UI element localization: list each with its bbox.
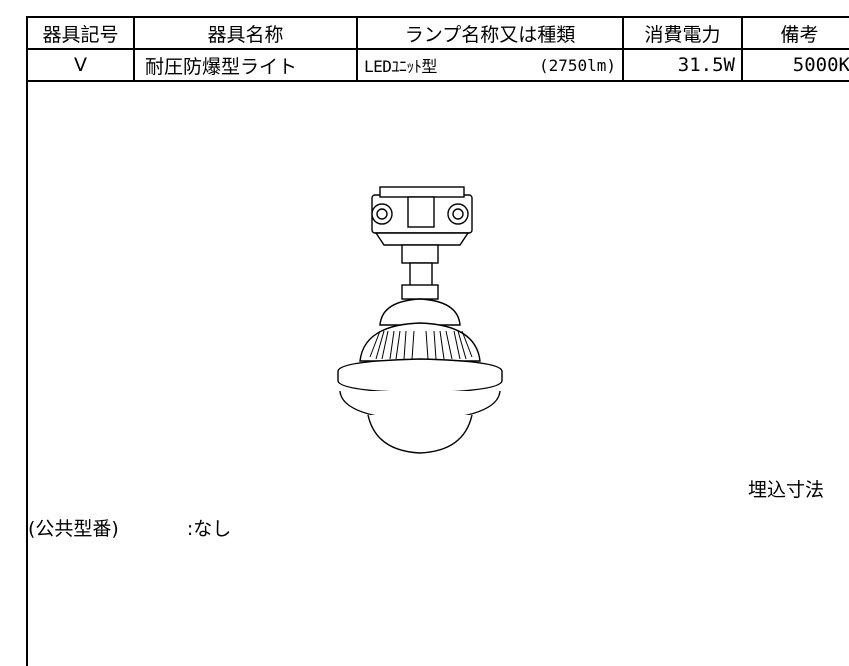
- header-name: 器具名称: [133, 16, 358, 50]
- remarks-value: 5000K: [741, 48, 849, 82]
- header-remarks: 備考: [741, 16, 849, 50]
- fixture-name: 耐圧防爆型ライト: [133, 48, 358, 82]
- fixture-code: V: [26, 48, 135, 82]
- spec-table: 器具記号 器具名称 ランプ名称又は種類 消費電力 備考 V 耐圧防爆型ライト L…: [26, 16, 849, 82]
- public-number-value: :なし: [186, 518, 232, 540]
- lamp-type: LEDﾕﾆｯﾄ型: [364, 57, 437, 76]
- power-value: 31.5W: [622, 48, 743, 82]
- lamp-cell: LEDﾕﾆｯﾄ型 (2750lm): [356, 48, 624, 82]
- header-power: 消費電力: [622, 16, 743, 50]
- header-code: 器具記号: [26, 16, 135, 50]
- embed-dimension-label: 埋込寸法: [748, 479, 825, 501]
- lamp-lumen: (2750lm): [538, 55, 616, 75]
- explosion-proof-light-illustration: [337, 186, 503, 454]
- table-row: V 耐圧防爆型ライト LEDﾕﾆｯﾄ型 (2750lm) 31.5W 5000K: [26, 48, 849, 82]
- header-lamp: ランプ名称又は種類: [356, 16, 624, 50]
- public-model-number: (公共型番) :なし: [28, 514, 231, 541]
- table-header-row: 器具記号 器具名称 ランプ名称又は種類 消費電力 備考: [26, 16, 849, 50]
- public-number-label: (公共型番): [28, 518, 119, 540]
